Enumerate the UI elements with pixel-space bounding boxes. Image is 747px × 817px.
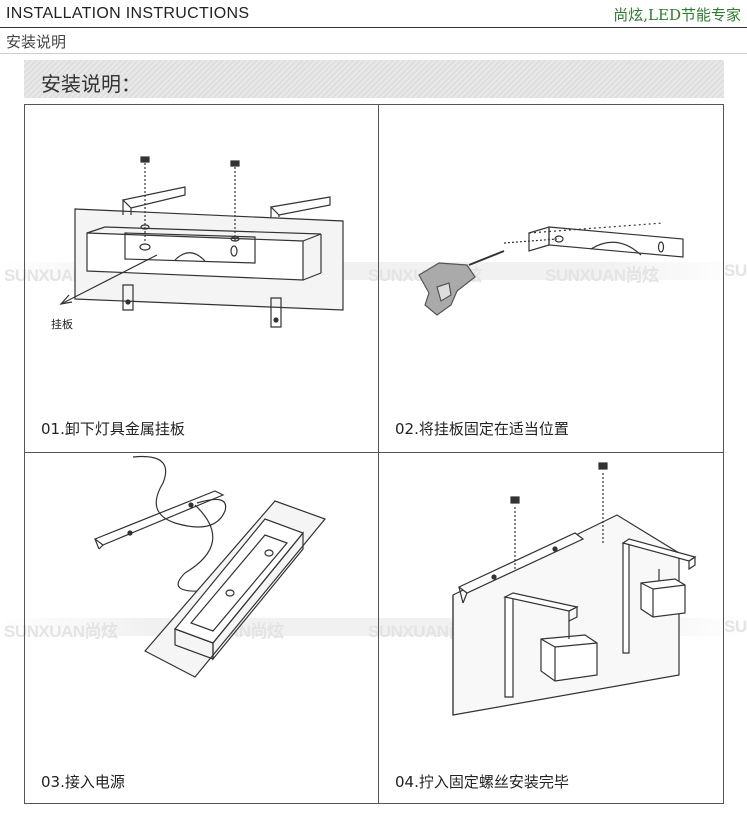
instruction-grid: 挂板 01.卸下灯具金属挂板 02.将挂板固定在适当位置 (24, 104, 724, 804)
step-1-illustration: 挂板 (51, 156, 344, 331)
watermark-edge: SU (724, 261, 747, 280)
grid-divider (378, 105, 379, 803)
section-title: 安装说明： (41, 72, 141, 96)
step-2-illustration (418, 222, 684, 316)
step-3-illustration (93, 455, 327, 678)
page-header: INSTALLATION INSTRUCTIONS 尚炫,LED节能专家 (0, 0, 747, 28)
part-label-hanging-plate: 挂板 (51, 317, 73, 331)
grid-divider (25, 452, 723, 453)
header-title: INSTALLATION INSTRUCTIONS (6, 5, 250, 22)
watermark: SUNXUAN尚炫 (4, 622, 118, 641)
step-4-illustration (452, 462, 697, 716)
step-panel-3: 03.接入电源 (25, 453, 378, 800)
watermark-edge: SU (724, 617, 747, 636)
header-subtitle: 安装说明 (6, 33, 67, 51)
step-1-caption: 01.卸下灯具金属挂板 (41, 420, 185, 438)
step-panel-2: 02.将挂板固定在适当位置 (379, 105, 732, 452)
step-panel-1: 挂板 01.卸下灯具金属挂板 (25, 105, 378, 452)
watermark: SUNXUAN尚炫 (545, 266, 659, 285)
step-4-caption: 04.拧入固定螺丝安装完毕 (395, 773, 569, 791)
brand-logo-text: 尚炫,LED节能专家 (613, 6, 741, 24)
step-2-caption: 02.将挂板固定在适当位置 (395, 420, 569, 438)
step-3-caption: 03.接入电源 (41, 773, 125, 791)
subtitle-divider (0, 53, 747, 54)
section-banner: 安装说明： (24, 60, 724, 98)
step-panel-4: 04.拧入固定螺丝安装完毕 (379, 453, 732, 800)
header-divider (0, 27, 747, 28)
